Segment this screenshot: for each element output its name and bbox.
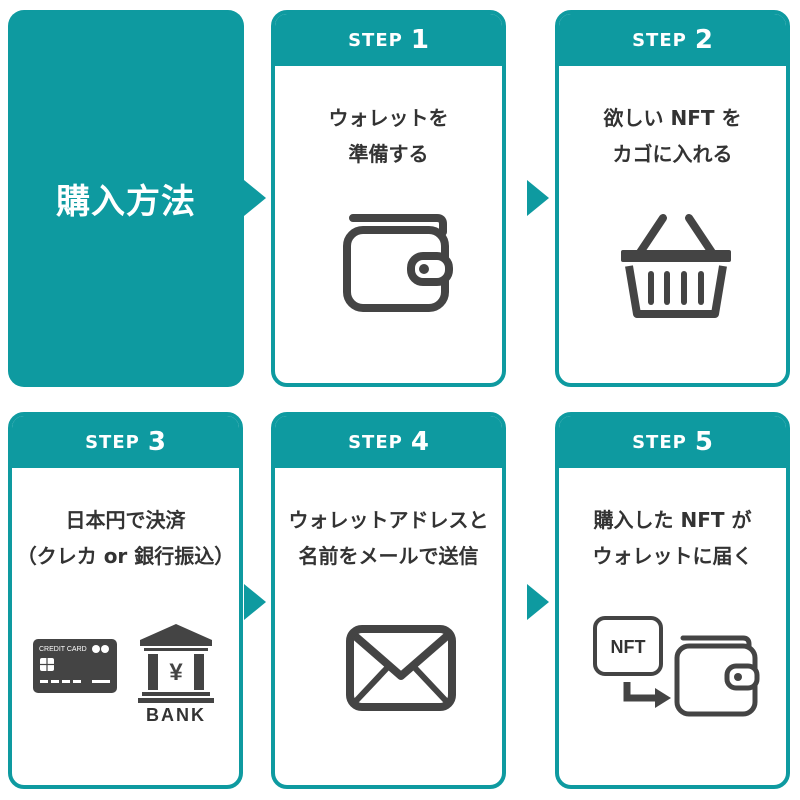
- step-header-2: STEP 2: [559, 14, 786, 66]
- step-word: STEP: [348, 29, 403, 51]
- bank-icon: ¥ BANK: [138, 624, 214, 722]
- step-word: STEP: [632, 431, 687, 453]
- arrow-right-icon: [527, 584, 549, 620]
- step-number: 2: [694, 25, 713, 55]
- shopping-basket-icon: [621, 214, 731, 318]
- credit-card-icon: CREDIT CARD: [33, 639, 117, 693]
- step-line: 準備する: [348, 142, 429, 166]
- step-line: 購入した NFT が: [593, 508, 752, 532]
- yen-symbol: ¥: [169, 659, 183, 686]
- step-line: ウォレットを: [328, 106, 449, 130]
- step-line: ウォレットアドレスと: [288, 508, 489, 532]
- step-description-2: 欲しい NFT を カゴに入れる: [559, 100, 786, 172]
- step-word: STEP: [348, 431, 403, 453]
- step-word: STEP: [85, 431, 140, 453]
- step-card-2: STEP 2 欲しい NFT を カゴに入れる: [555, 10, 790, 387]
- step-description-1: ウォレットを 準備する: [275, 100, 502, 172]
- step-card-3: STEP 3 日本円で決済 （クレカ or 銀行振込） CREDIT CARD …: [8, 412, 243, 789]
- credit-card-label: CREDIT CARD: [39, 646, 87, 653]
- envelope-icon: [346, 625, 456, 711]
- step-description-5: 購入した NFT が ウォレットに届く: [559, 502, 786, 574]
- arrow-right-icon: [244, 180, 266, 216]
- step-line: ウォレットに届く: [592, 544, 753, 568]
- page-title: 購入方法: [56, 182, 196, 222]
- step-number: 3: [147, 427, 166, 457]
- arrow-right-icon: [244, 584, 266, 620]
- step-line: 名前をメールで送信: [298, 544, 479, 568]
- bank-label: BANK: [146, 705, 206, 722]
- step-description-4: ウォレットアドレスと 名前をメールで送信: [275, 502, 502, 574]
- step-description-3: 日本円で決済 （クレカ or 銀行振込）: [12, 502, 239, 574]
- step-card-1: STEP 1 ウォレットを 準備する: [271, 10, 506, 387]
- step-number: 1: [410, 25, 429, 55]
- step-line: カゴに入れる: [612, 142, 733, 166]
- step-number: 5: [694, 427, 713, 457]
- title-box: 購入方法: [8, 10, 244, 387]
- nft-label: NFT: [611, 637, 646, 657]
- step-header-1: STEP 1: [275, 14, 502, 66]
- step-line: 欲しい NFT を: [603, 106, 742, 130]
- nft-to-wallet-icon: NFT: [593, 616, 760, 717]
- step-header-4: STEP 4: [275, 416, 502, 468]
- step-line: （クレカ or 銀行振込）: [16, 544, 235, 568]
- wallet-icon: [343, 214, 453, 312]
- step-header-5: STEP 5: [559, 416, 786, 468]
- step-line: 日本円で決済: [65, 508, 186, 532]
- step-header-3: STEP 3: [12, 416, 239, 468]
- step-word: STEP: [632, 29, 687, 51]
- arrow-right-icon: [527, 180, 549, 216]
- step-number: 4: [410, 427, 429, 457]
- step-card-5: STEP 5 購入した NFT が ウォレットに届く NFT: [555, 412, 790, 789]
- step-card-4: STEP 4 ウォレットアドレスと 名前をメールで送信: [271, 412, 506, 789]
